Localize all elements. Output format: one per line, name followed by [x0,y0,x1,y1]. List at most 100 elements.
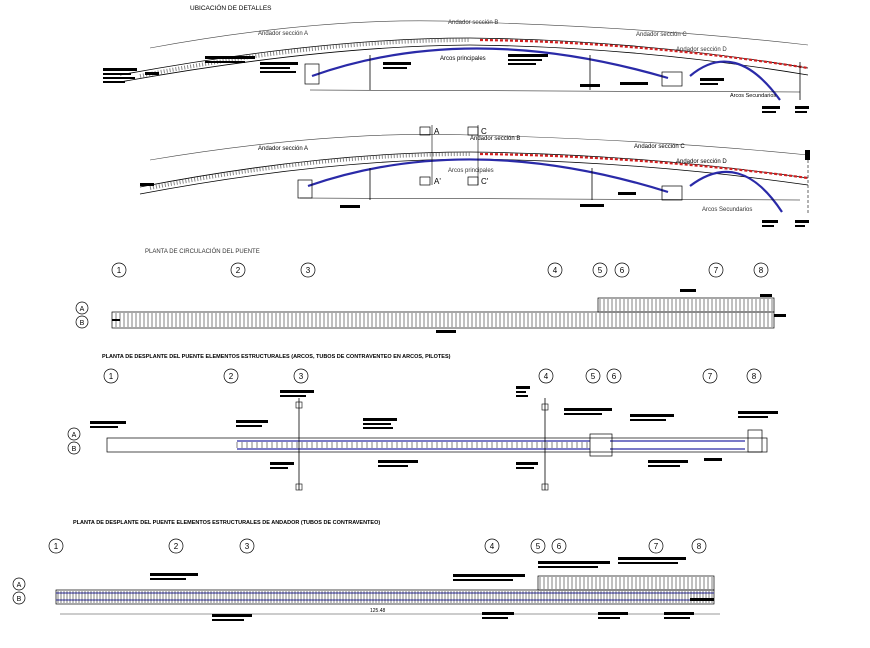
plan-walkway: PLANTA DE DESPLANTE DEL PUENTE ELEMENTOS… [12,520,720,621]
label-arcos-principales: Arcos principales [440,56,486,62]
axis-b-marker [75,315,89,329]
walkway-upper-strip [597,297,775,313]
svg-text:2: 2 [174,542,179,551]
label-andador-d-2: Andador sección D [676,159,727,165]
label-arcos-secundarios-2: Arcos Secundarios [702,207,752,213]
cut-marker-a-box [419,126,431,136]
walkway-plan-upper [537,575,715,591]
walkway-end-mark [774,314,786,317]
svg-text:3: 3 [245,542,250,551]
title-planta-estructural: PLANTA DE DESPLANTE DEL PUENTE ELEMENTOS… [102,354,451,360]
svg-text:6: 6 [612,372,617,381]
redacted-notes-walkway [150,557,714,621]
cut-label-c-prime: C' [481,177,489,186]
main-arch [311,47,669,80]
axis-b-marker-3 [12,591,26,605]
pier-1 [304,63,320,85]
axis-a-marker [75,301,89,315]
redacted-note-circ-2 [436,330,456,333]
axis-a-marker-2 [67,427,81,441]
cut-label-a: A [434,127,440,136]
label-arcos-secundarios: Arcos Secundarios [730,93,776,99]
pile-cap-4-top [541,403,549,411]
svg-text:6: 6 [620,266,625,275]
walkway-plan-hatch [57,591,713,603]
axis-b-label-2: B [72,446,77,453]
title-planta-andador: PLANTA DE DESPLANTE DEL PUENTE ELEMENTOS… [73,520,380,526]
ground-line-2 [299,197,801,201]
pile-cap-3-top [295,401,303,409]
secondary-arch-2 [689,170,783,213]
title-planta-circulacion: PLANTA DE CIRCULACIÓN DEL PUENTE [145,248,260,255]
svg-text:7: 7 [714,266,719,275]
bracing-hatch [236,442,588,448]
pier-block-5 [589,433,613,457]
svg-text:5: 5 [591,372,596,381]
svg-text:4: 4 [490,542,495,551]
svg-text:7: 7 [654,542,659,551]
axis-a-label: A [80,306,85,313]
red-rail-segment-2 [479,152,809,180]
svg-text:8: 8 [759,266,764,275]
label-andador-c: Andador sección C [636,32,687,38]
label-arcos-principales-2: Arcos principales [448,168,494,174]
axis-row-2: 1 2 3 4 5 6 7 8 [103,368,762,384]
pier-1-b [297,179,313,199]
plan-circulation: PLANTA DE CIRCULACIÓN DEL PUENTE 1 2 3 4… [75,248,786,333]
axis-b-marker-2 [67,441,81,455]
svg-text:4: 4 [553,266,558,275]
redacted-note-circ-1 [680,289,696,292]
structure-strip [106,437,768,453]
label-andador-a-2: Andador sección A [258,146,308,152]
elevation-2: A C A' C' Andador sección A Andador secc… [139,125,810,227]
pile-cap-3-bottom [295,483,303,491]
upper-strip-hatch-2 [539,577,713,589]
redacted-notes-elevation-1 [103,54,809,113]
pier-4 [661,71,683,87]
redacted-notes-structural [90,386,778,469]
svg-text:5: 5 [536,542,541,551]
label-andador-b-2: Andador sección B [470,136,520,142]
svg-text:6: 6 [557,542,562,551]
svg-text:2: 2 [236,266,241,275]
plan-structural: PLANTA DE DESPLANTE DEL PUENTE ELEMENTOS… [67,354,778,491]
cut-marker-a-prime-box [419,176,431,186]
axis-row-1: 1 2 3 4 5 6 7 8 [111,262,769,278]
red-rail-segment [479,38,809,70]
svg-text:3: 3 [306,266,311,275]
cut-label-a-prime: A' [434,177,441,186]
ground-line [309,89,801,93]
svg-text:3: 3 [299,372,304,381]
svg-text:5: 5 [598,266,603,275]
cut-marker-c-box [467,126,479,136]
axis-a-label-2: A [72,432,77,439]
upper-rail-line [149,20,809,49]
cut-label-c: C [481,127,487,136]
svg-text:2: 2 [229,372,234,381]
axis-a-marker-3 [12,577,26,591]
label-andador-c-2: Andador sección C [634,144,685,150]
axis-b-label-3: B [17,596,22,603]
pile-cap-4-bottom [541,483,549,491]
svg-text:4: 4 [544,372,549,381]
secondary-arch [689,60,781,101]
redacted-notes-elevation-2 [140,150,810,227]
pier-4-b [661,185,683,201]
svg-text:7: 7 [708,372,713,381]
svg-text:8: 8 [697,542,702,551]
label-andador-b: Andador sección B [448,20,498,26]
walkway-strip [111,311,775,329]
svg-text:1: 1 [117,266,122,275]
svg-text:8: 8 [752,372,757,381]
walkway-plan-strip [55,589,715,605]
upper-strip-hatch-1 [599,299,773,311]
truss-hatch [139,38,471,78]
svg-text:1: 1 [54,542,59,551]
main-arch-2 [307,158,669,194]
end-block [747,429,763,453]
cut-marker-c-prime-box [467,176,479,186]
axis-a-label-3: A [17,582,22,589]
label-andador-d: Andador sección D [676,47,727,53]
walkway-hatch [115,313,773,327]
axis-row-3: 1 2 3 4 5 6 7 8 [48,538,707,554]
